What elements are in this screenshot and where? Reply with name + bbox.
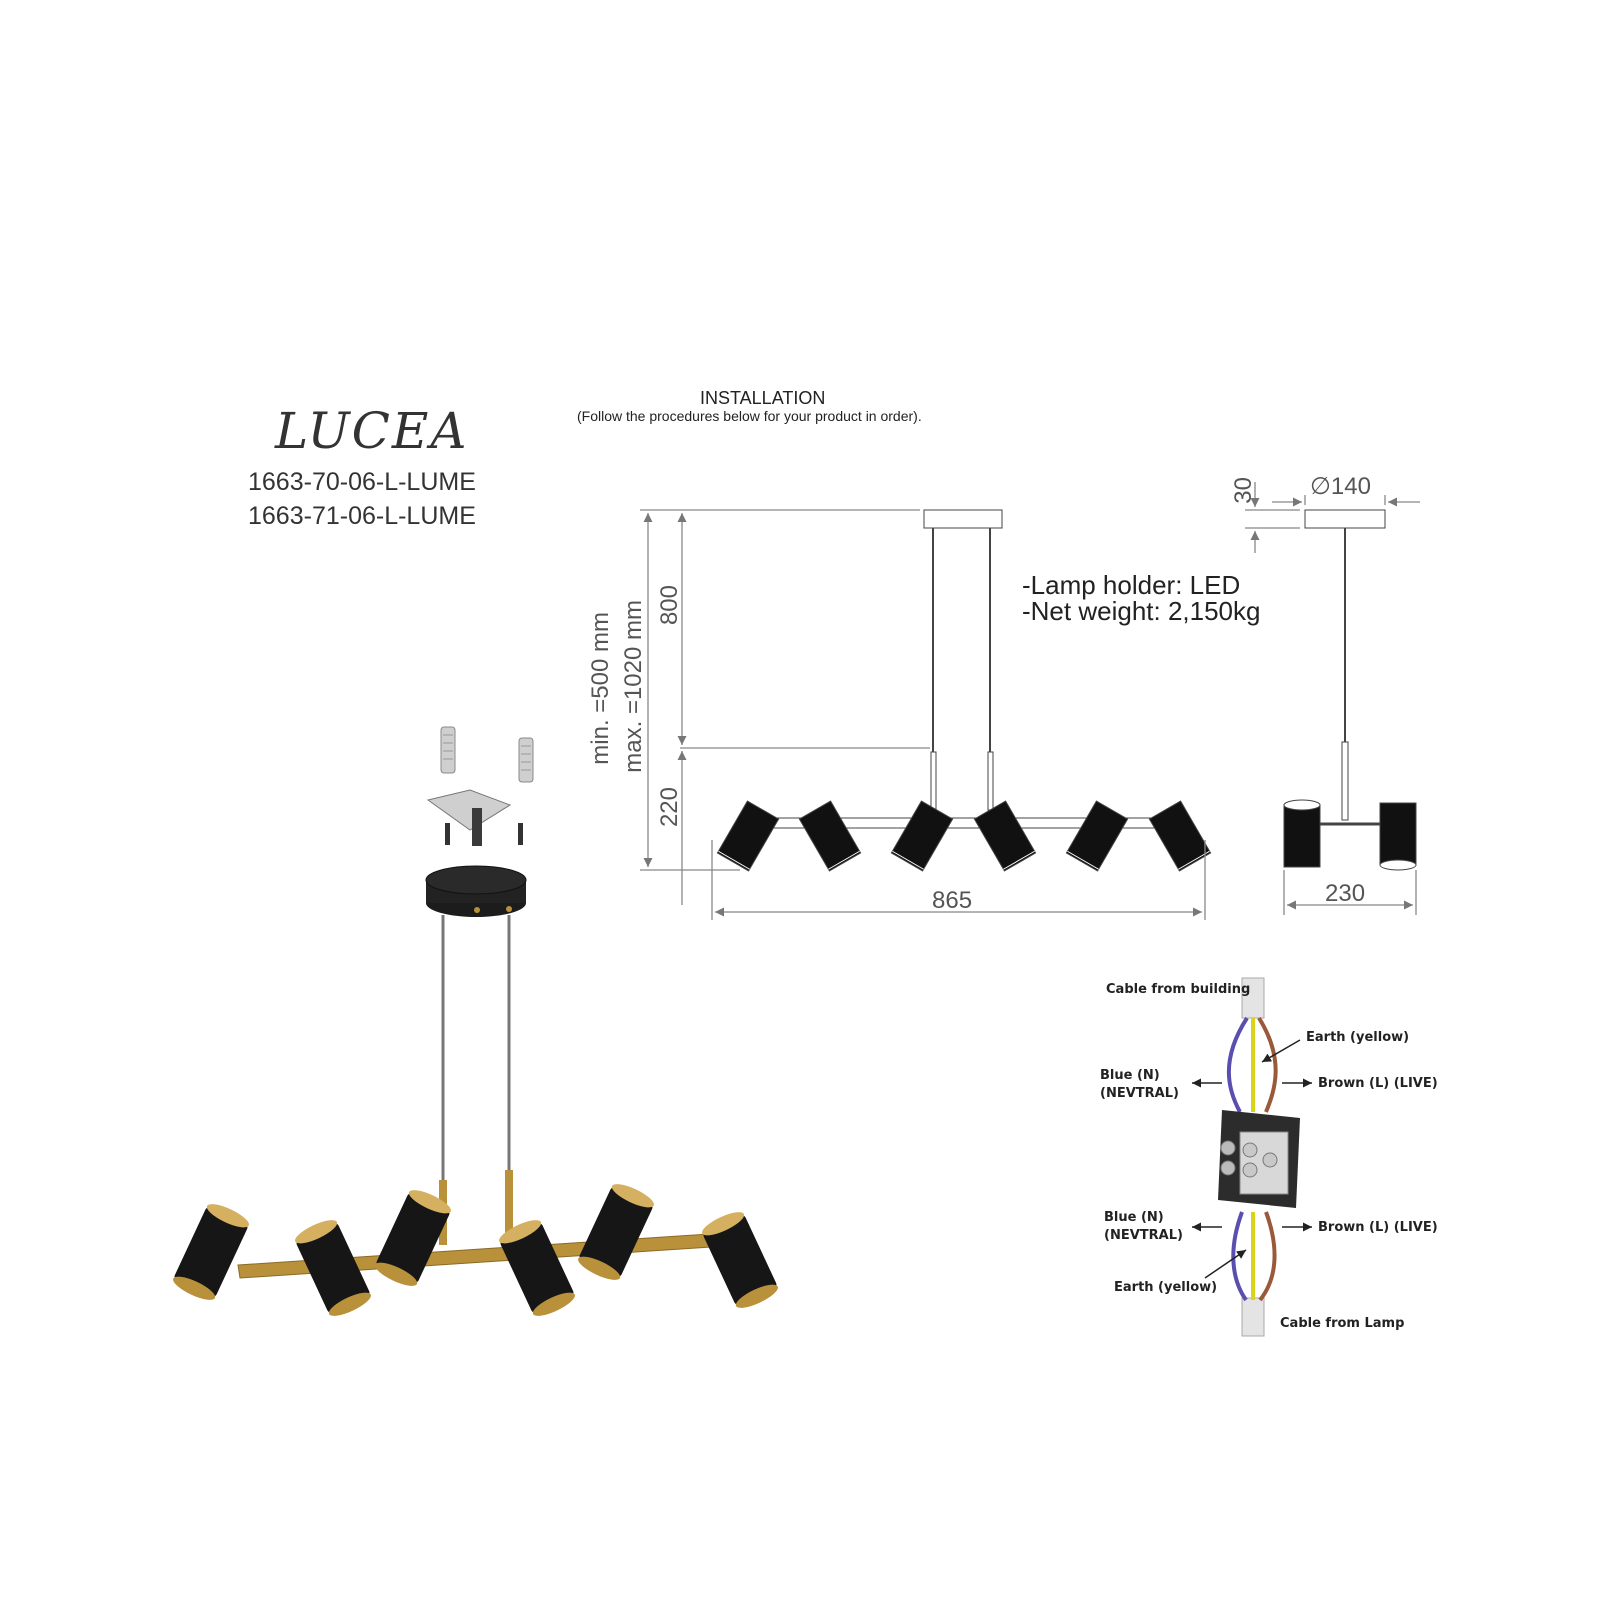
product-code-1: 1663-70-06-L-LUME bbox=[248, 468, 476, 496]
lamp-3d-render bbox=[173, 726, 778, 1316]
spec-net-weight: -Net weight: 2,150kg bbox=[1022, 596, 1261, 626]
product-name: LUCEA bbox=[275, 402, 469, 460]
spot-head bbox=[1379, 802, 1417, 871]
side-view-drawing bbox=[1283, 509, 1417, 871]
label-earth-top: Earth (yellow) bbox=[1306, 1030, 1410, 1045]
spot-head bbox=[295, 1220, 371, 1316]
dimension-min-height: min. =500 mm bbox=[587, 612, 614, 765]
spot-head bbox=[798, 800, 862, 872]
wiring-diagram bbox=[1192, 977, 1312, 1337]
dimension-canopy-diameter: ∅140 bbox=[1310, 473, 1371, 500]
label-cable-from-building: Cable from building bbox=[1106, 982, 1251, 997]
installation-title: INSTALLATION bbox=[700, 388, 826, 408]
spot-head bbox=[1283, 799, 1321, 868]
dimension-lines bbox=[640, 509, 1206, 920]
dimension-length: 865 bbox=[932, 887, 973, 914]
dimension-width: 230 bbox=[1325, 880, 1366, 907]
label-blue-neutral-top: Blue (N) (NEVTRAL) bbox=[1100, 1068, 1179, 1101]
spot-head bbox=[173, 1204, 249, 1300]
dimension-cable-length: 800 bbox=[656, 585, 683, 626]
label-cable-from-lamp: Cable from Lamp bbox=[1280, 1316, 1405, 1331]
dimension-max-height: max. =1020 mm bbox=[620, 600, 647, 773]
label-brown-live-bottom: Brown (L) (LIVE) bbox=[1318, 1220, 1438, 1235]
spot-head bbox=[499, 1220, 575, 1316]
spot-head bbox=[702, 1212, 778, 1308]
dimension-canopy-height: 30 bbox=[1230, 477, 1257, 504]
spot-head bbox=[1148, 800, 1212, 872]
label-brown-live-top: Brown (L) (LIVE) bbox=[1318, 1076, 1438, 1091]
terminal-block-icon bbox=[1218, 1110, 1300, 1208]
canopy-icon bbox=[425, 865, 527, 917]
spec-lamp-holder: -Lamp holder: LED bbox=[1022, 570, 1241, 600]
product-code-2: 1663-71-06-L-LUME bbox=[248, 502, 476, 530]
spot-head bbox=[890, 800, 954, 872]
installation-subtitle: (Follow the procedures below for your pr… bbox=[577, 408, 922, 424]
label-blue-neutral-bottom: Blue (N) (NEVTRAL) bbox=[1104, 1210, 1183, 1243]
front-view-drawing bbox=[716, 509, 1212, 872]
wall-plug-icon bbox=[426, 726, 534, 846]
spot-head bbox=[375, 1190, 451, 1286]
spot-head bbox=[578, 1184, 654, 1280]
label-earth-bottom: Earth (yellow) bbox=[1114, 1280, 1218, 1295]
dimension-body-height: 220 bbox=[656, 787, 683, 828]
spot-head bbox=[1065, 800, 1129, 872]
spot-head bbox=[973, 800, 1037, 872]
spot-head bbox=[716, 800, 780, 872]
dimension-lines bbox=[1245, 482, 1420, 915]
